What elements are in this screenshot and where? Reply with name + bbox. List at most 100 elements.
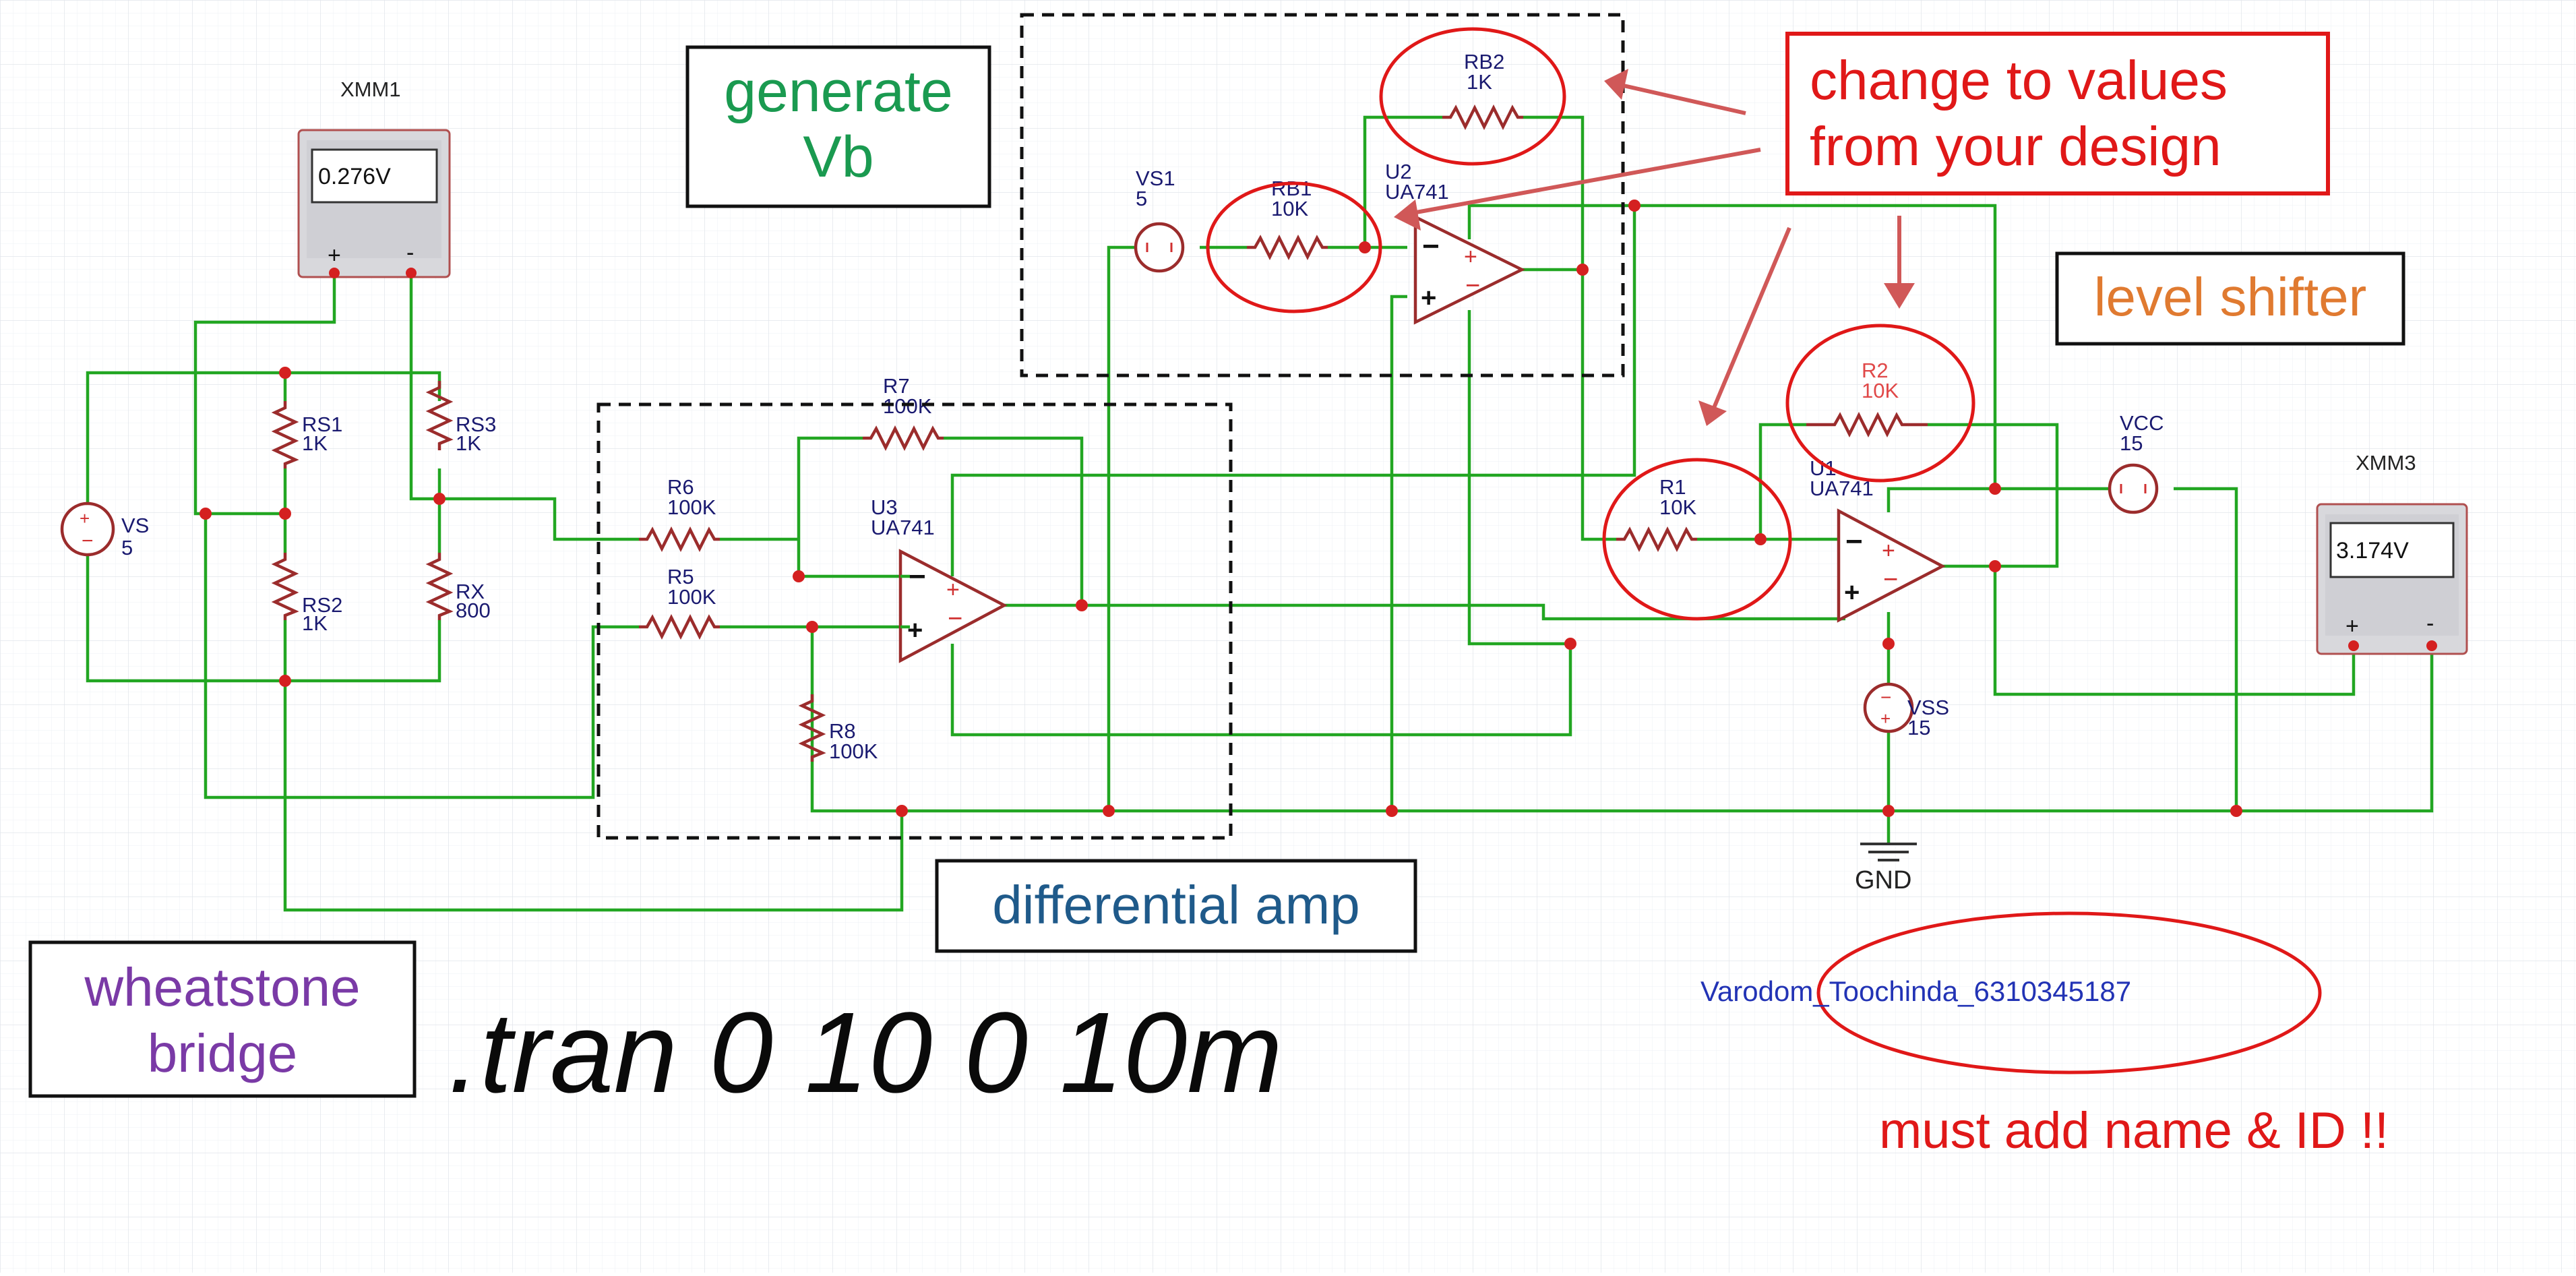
- student-name-id: Varodom_Toochinda_6310345187: [1700, 975, 2131, 1007]
- component-labels: VS 5 RS1 1K RS2 1K RS3 1K RX 800 R6 100K…: [121, 50, 2164, 894]
- student-id-highlight: [1816, 911, 2322, 1074]
- u2-name: U2: [1385, 160, 1412, 183]
- junction-dots: [200, 200, 2242, 817]
- resistor-r1-symbol: [1616, 526, 1697, 553]
- multimeter-xmm3[interactable]: 3.174V + -: [2316, 503, 2468, 655]
- rx-value: 800: [456, 599, 491, 622]
- opamp-u2: − + + −: [1413, 214, 1526, 325]
- rb2-highlight: [1379, 27, 1566, 166]
- svg-text:+: +: [1880, 708, 1891, 729]
- xmm3-plus-terminal: +: [2345, 613, 2359, 639]
- svg-text:+: +: [907, 615, 923, 645]
- u2-model: UA741: [1385, 180, 1449, 204]
- resistor-r2-symbol: [1806, 411, 1928, 438]
- vs-value: 5: [121, 536, 133, 559]
- vs1-name: VS1: [1136, 166, 1175, 190]
- level-shifter-box: level shifter: [2055, 251, 2405, 346]
- vcc-name: VCC: [2120, 411, 2164, 435]
- opamp-u1: − + + −: [1837, 508, 1946, 623]
- differential-amp-label: differential amp: [992, 875, 1360, 935]
- annotation-arrows: [1394, 69, 1915, 426]
- change-values-line1: change to values: [1810, 50, 2228, 111]
- r2-name: R2: [1862, 359, 1889, 382]
- svg-text:−: −: [1465, 272, 1480, 300]
- svg-text:−: −: [82, 530, 94, 552]
- differential-amp-region: [596, 402, 1233, 840]
- r1-value: 10K: [1659, 495, 1696, 519]
- svg-text:+: +: [1421, 283, 1436, 313]
- vss-value: 15: [1907, 716, 1930, 739]
- resistor-rs2-symbol: [271, 553, 299, 620]
- highlight-rings: [1206, 27, 2322, 1074]
- resistor-rs1-symbol: [271, 401, 299, 468]
- ground-symbol: [1860, 843, 1917, 861]
- rs3-value: 1K: [456, 431, 481, 455]
- r7-name: R7: [883, 374, 910, 398]
- generate-vb-line2: Vb: [803, 125, 873, 189]
- u3-model: UA741: [871, 516, 935, 539]
- differential-amp-box: differential amp: [935, 859, 1417, 953]
- rs1-name: RS1: [302, 413, 342, 436]
- generate-vb-line1: generate: [724, 59, 953, 124]
- xmm1-minus-terminal: -: [406, 240, 414, 266]
- rs2-value: 1K: [302, 611, 328, 635]
- vss-name: VSS: [1907, 696, 1949, 719]
- svg-text:+: +: [1844, 578, 1860, 607]
- rb1-highlight: [1206, 181, 1382, 313]
- svg-text:−: −: [1880, 687, 1891, 708]
- svg-text:+: +: [946, 577, 960, 603]
- rb2-name: RB2: [1464, 50, 1504, 73]
- wheatstone-bridge-box: wheatstone bridge: [28, 940, 417, 1098]
- wheatstone-line2: bridge: [148, 1023, 297, 1083]
- rs3-name: RS3: [456, 413, 496, 436]
- source-vs1: [1134, 222, 1185, 273]
- wheatstone-line1: wheatstone: [84, 957, 360, 1017]
- resistors: [271, 104, 1928, 762]
- source-vss: − +: [1863, 682, 1914, 733]
- change-values-box: change to values from your design: [1785, 32, 2330, 195]
- xmm1-label: XMM1: [340, 78, 401, 101]
- r8-value: 100K: [829, 739, 878, 763]
- generate-vb-region: [1020, 13, 1625, 377]
- r6-name: R6: [667, 475, 694, 499]
- resistor-r8-symbol: [798, 694, 826, 762]
- resistor-r7-symbol: [863, 425, 944, 452]
- level-shifter-label: level shifter: [2094, 267, 2367, 327]
- svg-text:−: −: [948, 605, 962, 633]
- rb2-value: 1K: [1467, 70, 1492, 94]
- r6-value: 100K: [667, 495, 716, 519]
- xmm3-reading: 3.174V: [2336, 538, 2409, 564]
- xmm1-reading: 0.276V: [318, 164, 391, 189]
- r2-highlight: [1785, 324, 1975, 483]
- rb1-value: 10K: [1271, 197, 1308, 220]
- svg-text:−: −: [1422, 230, 1440, 263]
- opamp-u3: − + + −: [898, 549, 1008, 663]
- rx-name: RX: [456, 580, 485, 603]
- r5-value: 100K: [667, 585, 716, 609]
- source-vcc: [2108, 463, 2159, 514]
- resistor-rb1-symbol: [1247, 234, 1328, 261]
- svg-text:+: +: [1464, 244, 1477, 270]
- multimeter-xmm1[interactable]: 0.276V + -: [297, 129, 451, 278]
- r1-highlight: [1602, 458, 1792, 621]
- r8-name: R8: [829, 719, 856, 743]
- resistor-rb2-symbol: [1442, 104, 1523, 131]
- r2-value: 10K: [1862, 379, 1899, 402]
- svg-text:−: −: [1845, 525, 1863, 558]
- svg-text:−: −: [909, 560, 926, 593]
- must-add-note: must add name & ID !!: [1879, 1102, 2389, 1159]
- resistor-r5-symbol: [639, 613, 720, 640]
- rs1-value: 1K: [302, 431, 328, 455]
- generate-vb-box: generate Vb: [685, 45, 991, 208]
- svg-text:−: −: [1883, 566, 1898, 594]
- xmm3-label: XMM3: [2356, 451, 2416, 475]
- vcc-value: 15: [2120, 431, 2143, 455]
- r1-name: R1: [1659, 475, 1686, 499]
- resistor-rs3-symbol: [425, 381, 454, 450]
- vs-name: VS: [121, 514, 149, 537]
- xmm1-plus-terminal: +: [328, 243, 341, 268]
- resistor-r6-symbol: [639, 526, 720, 553]
- vs1-value: 5: [1136, 187, 1147, 210]
